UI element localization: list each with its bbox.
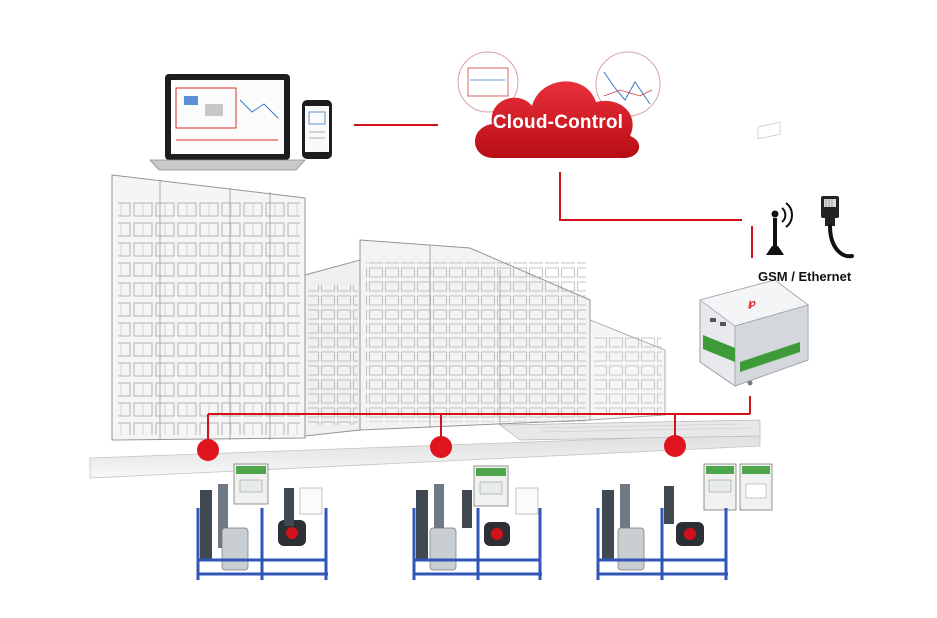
substation-2 [412,465,542,580]
ethernet-plug-icon [821,196,854,259]
substation-1 [196,463,328,580]
cloud-thumbnail-left [457,51,519,113]
link-cloud-gsm [559,172,742,221]
gsm-ethernet-label: GSM / Ethernet [758,269,852,284]
laptop-icon [149,74,306,171]
antenna-icon [766,202,793,255]
building-illustration [89,174,761,479]
smartphone-icon [302,100,332,159]
substation-3 [596,463,773,580]
svg-text:℘: ℘ [748,297,756,309]
controller-module: ℘ [699,121,809,387]
cloud-control [457,51,661,159]
node-marker-3 [664,435,686,457]
cloud-control-label: Cloud-Control [492,112,624,133]
node-marker-1 [197,439,219,461]
node-marker-2 [430,436,452,458]
